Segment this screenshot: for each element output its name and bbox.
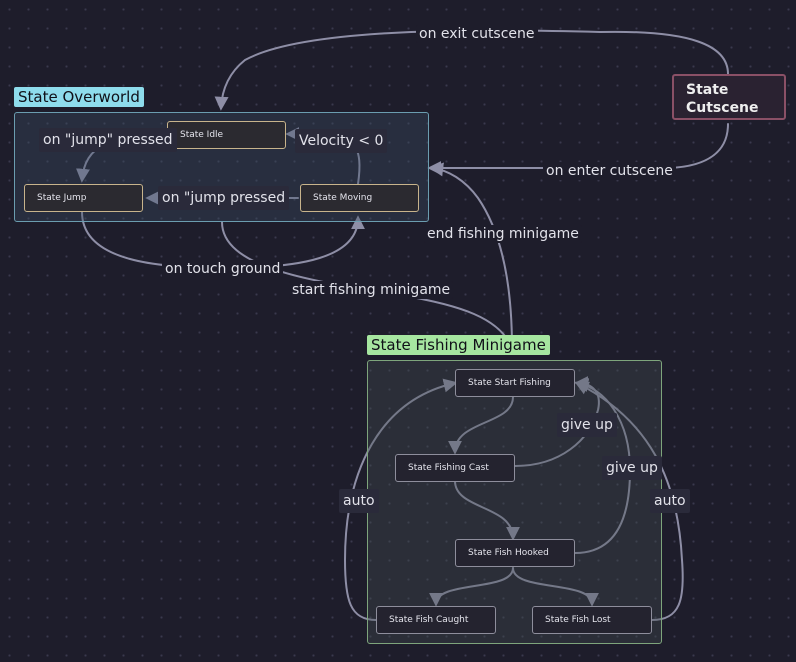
edge-caught-auto xyxy=(343,378,458,621)
node-state-start-fishing[interactable]: State Start Fishing xyxy=(455,369,575,397)
node-state-fish-caught[interactable]: State Fish Caught xyxy=(376,606,496,634)
node-state-fishing-cast[interactable]: State Fishing Cast xyxy=(395,454,515,482)
edge-label-give-up-hooked: give up xyxy=(602,456,662,480)
node-state-moving[interactable]: State Moving xyxy=(300,184,419,212)
edge-label-auto-caught: auto xyxy=(339,489,379,513)
edge-label-auto-lost: auto xyxy=(650,489,690,513)
edge-label-velocity: Velocity < 0 xyxy=(295,129,388,153)
node-state-fish-lost[interactable]: State Fish Lost xyxy=(532,606,652,634)
edge-label-start-fishing: start fishing minigame xyxy=(289,281,454,299)
node-state-cutscene[interactable]: State Cutscene xyxy=(672,74,786,120)
edge-label-jump-pressed-2: on "jump pressed xyxy=(158,186,290,210)
edge-label-end-fishing: end fishing minigame xyxy=(424,225,582,243)
edge-label-jump-pressed: on "jump" pressed xyxy=(39,128,177,152)
fishing-minigame-group xyxy=(367,360,662,644)
edge-label-touch-ground: on touch ground xyxy=(162,260,284,278)
node-state-jump[interactable]: State Jump xyxy=(24,184,143,212)
edge-label-exit-cutscene: on exit cutscene xyxy=(416,25,538,43)
fishing-minigame-group-title: State Fishing Minigame xyxy=(367,335,550,355)
edge-label-enter-cutscene: on enter cutscene xyxy=(543,162,676,180)
edge-hooked-to-caught xyxy=(429,567,514,607)
edge-cast-to-hooked xyxy=(454,480,520,541)
edge-label-give-up-cast: give up xyxy=(557,413,617,437)
edge-lost-auto xyxy=(574,381,684,621)
edge-hooked-to-lost xyxy=(512,567,599,607)
edge-start-to-cast xyxy=(448,396,514,455)
overworld-group-title: State Overworld xyxy=(14,87,144,107)
edge-end-fishing xyxy=(429,162,513,349)
node-state-idle[interactable]: State Idle xyxy=(167,121,286,149)
node-state-fish-hooked[interactable]: State Fish Hooked xyxy=(455,539,575,567)
